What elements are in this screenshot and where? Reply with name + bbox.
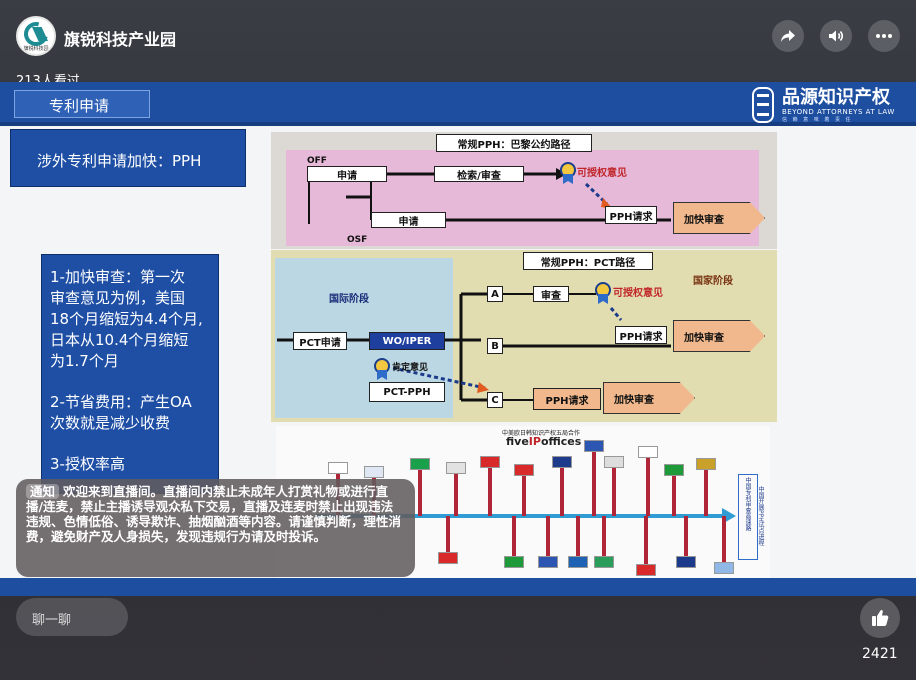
pct-diagram-title: 常规PPH：PCT路径 (523, 252, 653, 270)
presentation-slide: 专利申请 品源知识产权 BEYOND ATTORNEYS AT LAW 信 赖 … (0, 82, 916, 596)
share-icon (781, 30, 795, 42)
share-button[interactable] (772, 20, 804, 52)
firm-logo: 品源知识产权 BEYOND ATTORNEYS AT LAW 信 赖 意 味 着… (752, 86, 895, 124)
flag-icon (480, 456, 500, 468)
flag-icon (446, 462, 466, 474)
firm-name: 品源知识产权 (782, 86, 890, 108)
pph-request-box: PPH请求 (615, 326, 667, 344)
flag-icon (568, 556, 588, 568)
flag-icon (638, 446, 658, 458)
positive-opinion-label: 肯定意见 (392, 363, 429, 373)
more-button[interactable] (868, 20, 900, 52)
exam-box: 审查 (533, 286, 569, 302)
flag-icon (438, 552, 458, 564)
timeline-caption: 中国开展PPH试点进程 (757, 486, 764, 546)
paris-diagram-title: 常规PPH：巴黎公约路径 (436, 134, 592, 152)
benefit-item: 1-加快审查：第一次 审查意见为例，美国 18个月缩短为4.4个月, 日本从10… (50, 268, 203, 370)
flag-icon (364, 466, 384, 478)
benefit-item: 3-授权率高 (50, 455, 125, 473)
benefit-item: 2-节省费用：产生OA 次数就是减少收费 (50, 393, 192, 432)
thumbs-up-icon (872, 610, 889, 626)
slide-bottom-band (0, 578, 916, 596)
fiveipo-note: 中美欧日韩知识产权五局合作 (502, 430, 581, 437)
flag-icon (636, 564, 656, 576)
section-tab: 专利申请 (14, 90, 150, 118)
flag-icon (604, 456, 624, 468)
flag-icon (514, 464, 534, 476)
logo-text: 旗锐科技园 (23, 46, 49, 52)
notice-text: 欢迎来到直播间。直播间内禁止未成年人打赏礼物或进行直播/连麦，禁止主播诱导观众私… (26, 484, 402, 544)
flag-icon (714, 562, 734, 574)
flag-icon (538, 556, 558, 568)
benefits-list: 1-加快审查：第一次 审查意见为例，美国 18个月缩短为4.4个月, 日本从10… (41, 254, 219, 494)
pph-request-box: PPH请求 (533, 388, 601, 410)
accelerate-arrow: 加快审查 (673, 202, 765, 234)
flag-icon (664, 464, 684, 476)
allowable-label: 可授权意见 (613, 288, 663, 299)
pct-flow-arrows (277, 292, 671, 402)
notice-tag: 通知 (26, 484, 60, 499)
channel-name[interactable]: 旗锐科技产业园 (64, 30, 177, 49)
timeline-side-label: 中国专利审查高速路 (738, 474, 758, 560)
pct-apply-box: PCT申请 (293, 332, 347, 350)
flag-icon (504, 556, 524, 568)
firm-name-en: BEYOND ATTORNEYS AT LAW (782, 107, 895, 116)
allowable-label: 可授权意见 (577, 168, 627, 179)
flag-icon (584, 440, 604, 452)
chat-input[interactable]: 聊一聊 (16, 598, 128, 636)
route-c: C (487, 392, 503, 408)
flag-icon (696, 458, 716, 470)
firm-tagline: 信 赖 意 味 着 责 任 (782, 116, 853, 123)
national-phase-label: 国家阶段 (693, 276, 733, 287)
fiveipo-logo: fiveIPoffices (506, 435, 582, 448)
exam-box: 检索/审查 (434, 166, 524, 182)
flag-icon (552, 456, 572, 468)
off-label: OFF (307, 156, 327, 166)
route-b: B (487, 338, 503, 354)
osf-label: OSF (347, 235, 368, 245)
slide-title: 涉外专利申请加快：PPH (10, 129, 246, 187)
slide-header: 专利申请 品源知识产权 BEYOND ATTORNEYS AT LAW 信 赖 … (0, 82, 916, 126)
intl-phase-label: 国际阶段 (329, 294, 369, 305)
volume-icon (829, 30, 844, 42)
medal-icon (560, 162, 576, 184)
flag-icon (594, 556, 614, 568)
volume-button[interactable] (820, 20, 852, 52)
off-apply-box: 申请 (307, 166, 387, 182)
like-count: 2421 (862, 646, 898, 662)
pct-pph-box: PCT-PPH (369, 382, 445, 402)
firm-emblem-icon (752, 87, 774, 123)
pct-route-diagram: 常规PPH：PCT路径 国际阶段 国家阶段 PCT申请 WO/IPER 肯定意见… (271, 250, 777, 422)
wo-iper-box: WO/IPER (369, 332, 445, 350)
more-icon (876, 34, 892, 38)
medal-icon (595, 282, 611, 304)
like-button[interactable] (860, 598, 900, 638)
osf-apply-box: 申请 (371, 212, 446, 228)
flag-icon (410, 458, 430, 470)
flag-icon (676, 556, 696, 568)
top-bar: 旗锐科技园 旗锐科技产业园 (0, 0, 916, 72)
flag-icon (328, 462, 348, 474)
live-notice: 通知欢迎来到直播间。直播间内禁止未成年人打赏礼物或进行直播/连麦，禁止主播诱导观… (16, 479, 415, 577)
accelerate-arrow: 加快审查 (603, 382, 695, 414)
paris-route-diagram: 常规PPH：巴黎公约路径 OFF OSF 申请 检索/审查 申请 可授权意见 P… (271, 132, 777, 249)
route-a: A (487, 286, 503, 302)
medal-icon (374, 358, 390, 380)
pph-request-box: PPH请求 (605, 206, 657, 224)
channel-avatar[interactable]: 旗锐科技园 (16, 16, 56, 56)
accelerate-arrow: 加快审查 (673, 320, 765, 352)
